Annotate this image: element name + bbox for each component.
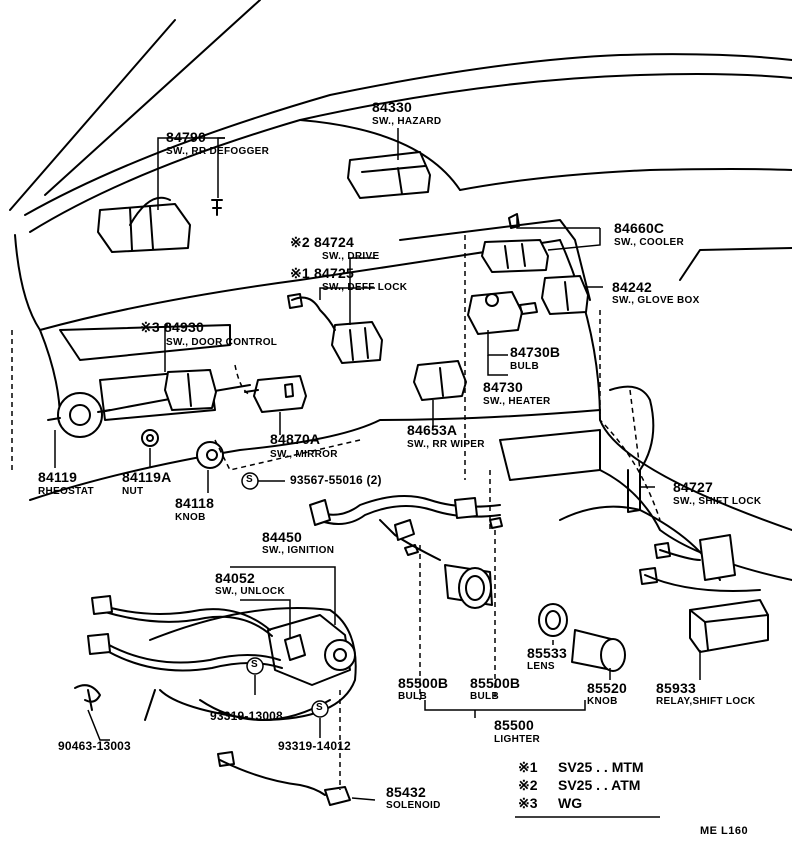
shift-lock-relay xyxy=(689,599,769,653)
part-number-85500: 85500 xyxy=(494,717,534,733)
part-name-85533: LENS xyxy=(527,661,555,672)
part-number-84119a: 84119A xyxy=(122,469,172,485)
part-name-84330: SW., HAZARD xyxy=(372,116,442,127)
part-number-93319-14012: 93319-14012 xyxy=(278,739,351,753)
legend-text-3: WG xyxy=(558,795,583,811)
part-number-84727: 84727 xyxy=(673,479,713,495)
legend-text-1: SV25 . . MTM xyxy=(558,759,644,775)
part-number-85933: 85933 xyxy=(656,680,696,696)
part-number-84450: 84450 xyxy=(262,529,302,545)
part-number-84653a: 84653A xyxy=(407,422,458,438)
part-name-84118: KNOB xyxy=(175,512,206,523)
part-number-85500b-1: 85500B xyxy=(398,675,449,691)
rr-wiper-switch xyxy=(413,360,467,401)
rr-defogger-switch xyxy=(97,196,191,253)
ignition-harness xyxy=(87,595,283,672)
part-number-84052: 84052 xyxy=(215,570,255,586)
glove-box-switch xyxy=(541,275,589,315)
part-name-84724: SW., DRIVE xyxy=(322,251,380,262)
screw-symbol-93319-14012 xyxy=(311,700,329,718)
part-name-85500b-1: BULB xyxy=(398,691,427,702)
part-name-84119a: NUT xyxy=(122,486,144,497)
part-number-85520: 85520 xyxy=(587,680,627,696)
screw-mark-93319-13008: S xyxy=(251,659,258,670)
part-number-84870a: 84870A xyxy=(270,431,321,447)
part-number-90463: 90463-13003 xyxy=(58,739,131,753)
screw-symbol-93319-13008 xyxy=(246,657,264,675)
part-name-84725: SW., DEFF LOCK xyxy=(322,282,408,293)
wire-clamp xyxy=(74,684,101,711)
part-number-84118: 84118 xyxy=(175,495,215,511)
part-name-84730: SW., HEATER xyxy=(483,396,551,407)
screw-mark-93567: S xyxy=(246,474,253,485)
lighter-lens xyxy=(538,603,568,637)
drive-switch xyxy=(287,293,383,364)
cooler-switch xyxy=(481,239,549,273)
part-name-85520: KNOB xyxy=(587,696,618,707)
legend-mark-3: ※3 xyxy=(518,795,538,811)
part-number-93319-13008: 93319-13008 xyxy=(210,709,283,723)
hazard-switch xyxy=(347,151,431,199)
part-name-85432: SOLENOID xyxy=(386,800,441,811)
rheostat xyxy=(47,392,111,438)
rheostat-knob xyxy=(196,441,224,469)
part-name-85500b-2: BULB xyxy=(470,691,499,702)
part-number-85500b-2: 85500B xyxy=(470,675,521,691)
legend-mark-2: ※2 xyxy=(518,777,538,793)
legend-text-2: SV25 . . ATM xyxy=(558,777,641,793)
part-name-84242: SW., GLOVE BOX xyxy=(612,295,700,306)
part-number-84330: 84330 xyxy=(372,99,412,115)
corner-code: ME L160 xyxy=(700,825,749,837)
part-name-84790: SW., RR DEFOGGER xyxy=(166,146,270,157)
part-name-84653a: SW., RR WIPER xyxy=(407,439,485,450)
screw-mark-93319-14012: S xyxy=(316,702,323,713)
part-name-84450: SW., IGNITION xyxy=(262,545,335,556)
part-number-84724: ※2 84724 xyxy=(290,234,354,250)
part-name-84119: RHEOSTAT xyxy=(38,486,94,497)
ignition-switch xyxy=(267,614,356,686)
part-name-84730b: BULB xyxy=(510,361,539,372)
legend-mark-1: ※1 xyxy=(518,759,538,775)
part-number-84660c: 84660C xyxy=(614,220,665,236)
door-control-switch xyxy=(164,369,217,411)
shift-lock-switch xyxy=(639,534,761,592)
part-name-85500: LIGHTER xyxy=(494,734,540,745)
mirror-switch xyxy=(244,375,307,413)
part-number-84790: 84790 xyxy=(166,129,206,145)
part-number-84119: 84119 xyxy=(38,469,78,485)
part-name-85933: RELAY,SHIFT LOCK xyxy=(656,696,756,707)
part-number-84242: 84242 xyxy=(612,279,652,295)
part-number-84725: ※1 84725 xyxy=(290,265,354,281)
part-number-85533: 85533 xyxy=(527,645,567,661)
heater-switch xyxy=(467,291,538,335)
part-name-84052: SW., UNLOCK xyxy=(215,586,285,597)
leader-lines xyxy=(54,128,701,801)
part-name-84660c: SW., COOLER xyxy=(614,237,684,248)
part-number-93567: 93567-55016 (2) xyxy=(290,473,382,487)
part-number-84730: 84730 xyxy=(483,379,523,395)
part-number-84930: ※3 84930 xyxy=(140,319,204,335)
part-number-85432: 85432 xyxy=(386,784,426,800)
part-name-84870a: SW., MIRROR xyxy=(270,449,338,460)
part-name-84727: SW., SHIFT LOCK xyxy=(673,496,762,507)
part-number-84730b: 84730B xyxy=(510,344,561,360)
lighter-knob xyxy=(571,629,626,672)
clip xyxy=(211,199,520,229)
cigarette-lighter-socket xyxy=(444,564,493,609)
screw-symbol-93567 xyxy=(241,472,259,490)
solenoid xyxy=(217,751,351,806)
part-name-84930: SW., DOOR CONTROL xyxy=(166,337,278,348)
rheostat-nut xyxy=(141,429,159,447)
dashed-guides xyxy=(11,235,661,790)
wire-harness xyxy=(309,495,503,561)
